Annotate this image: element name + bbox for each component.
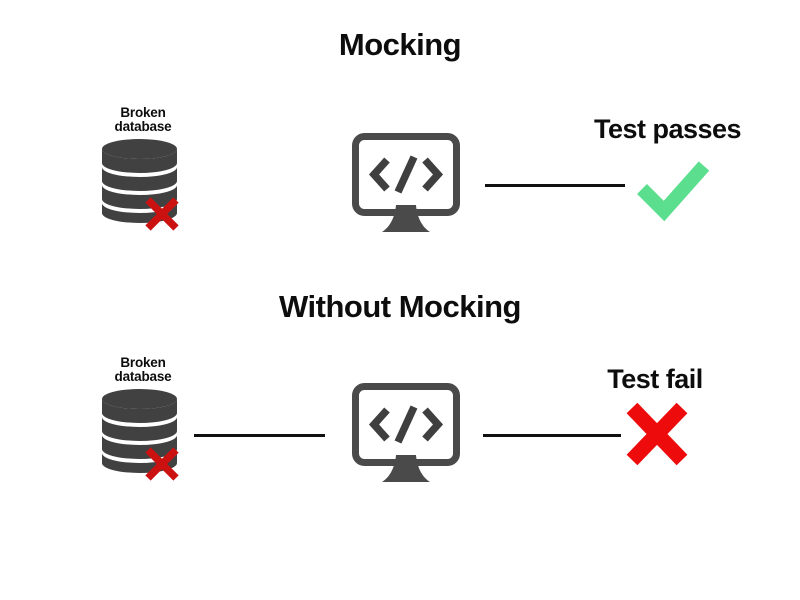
result-label-test-fail: Test fail [607,364,703,394]
connector-database-to-monitor-without-mocking [194,434,325,437]
database-error-x-icon [144,195,180,233]
code-monitor-icon-mocking [352,133,460,233]
red-x-icon [624,400,690,468]
broken-database-label-line1: Broken [120,105,166,120]
broken-database-label-line1: Broken [120,355,166,370]
broken-database-group-without-mocking: Broken database [68,356,218,491]
broken-database-group-mocking: Broken database [68,106,218,241]
code-monitor-icon-without-mocking [352,383,460,483]
connector-monitor-to-result-mocking [485,184,625,187]
database-error-x-icon [144,445,180,483]
green-check-icon [637,160,710,222]
section-title-without-mocking: Without Mocking [279,289,521,324]
broken-database-label-mocking: Broken database [68,106,218,134]
database-cylinder-icon [102,139,177,223]
result-label-test-passes: Test passes [593,114,742,144]
connector-monitor-to-result-without-mocking [483,434,621,437]
section-title-mocking: Mocking [338,27,462,62]
broken-database-label-line2: database [114,369,172,384]
broken-database-label-line2: database [114,119,172,134]
broken-database-label-without-mocking: Broken database [68,356,218,384]
